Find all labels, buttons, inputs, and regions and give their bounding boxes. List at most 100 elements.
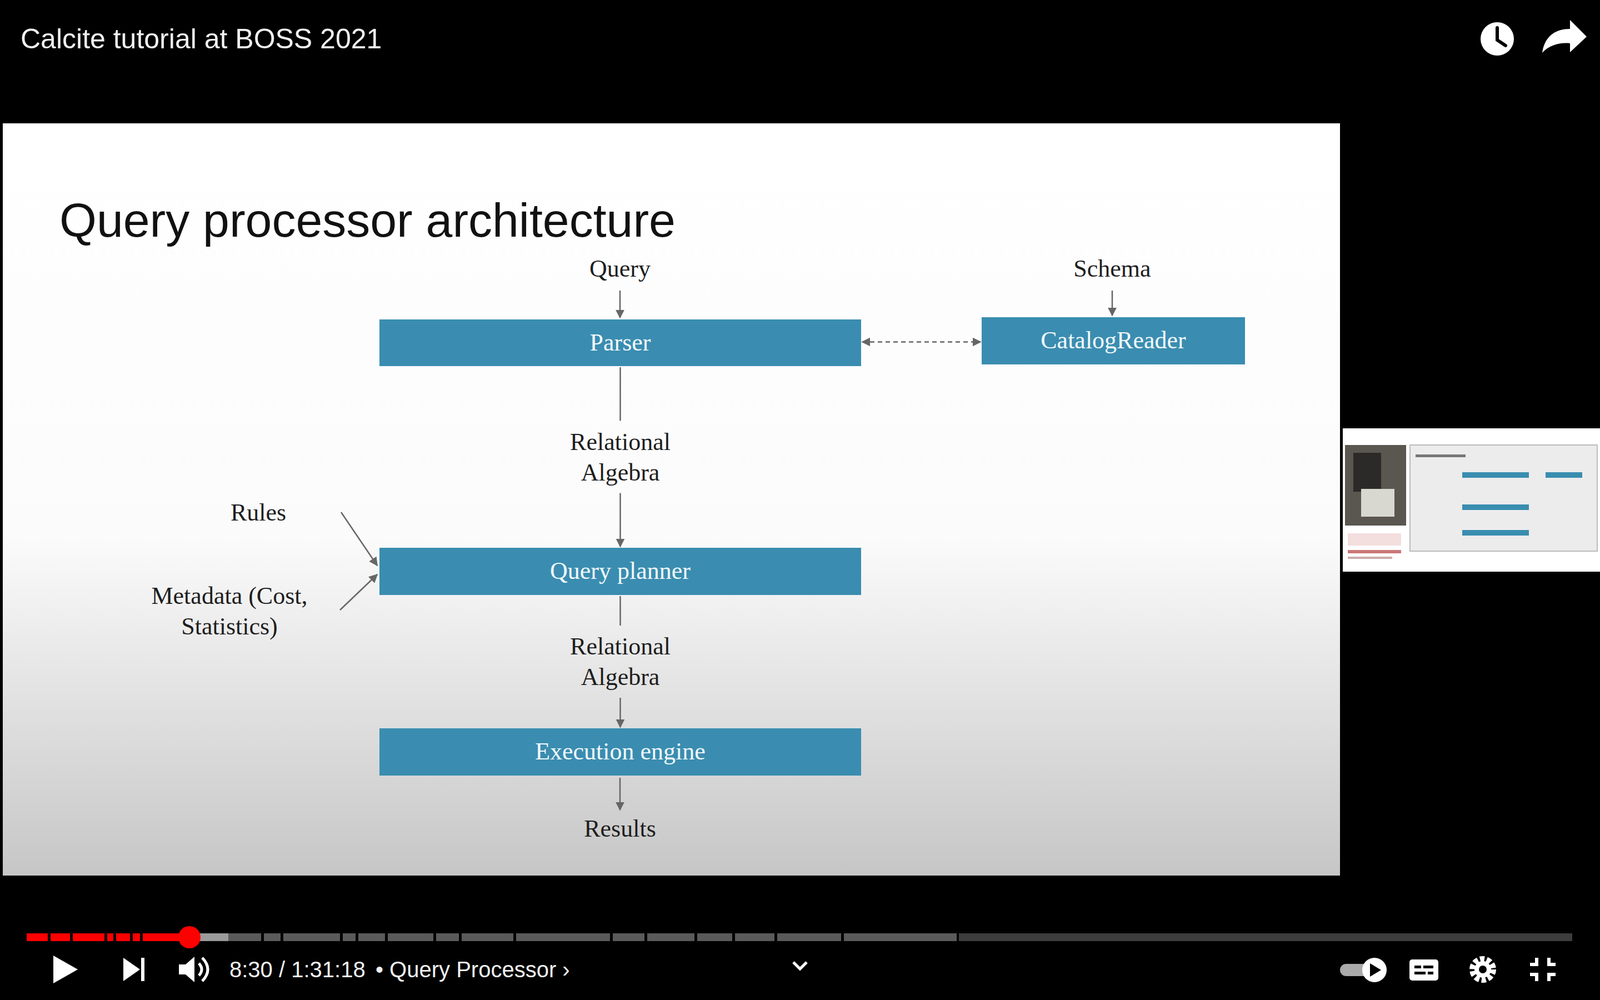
progress-bar-part-part <box>458 932 462 943</box>
connector <box>619 697 622 728</box>
play-button-part <box>53 955 78 984</box>
exit-fullscreen-icon-part <box>1530 974 1537 982</box>
progress-bar-part-part <box>70 932 73 943</box>
captions-icon-part <box>1409 959 1439 981</box>
box-label: Parser <box>590 329 652 357</box>
thumbnail-preview-part <box>1415 454 1466 458</box>
progress-bar-part-part <box>261 932 264 943</box>
connector <box>862 341 981 343</box>
progress-bar-part-part <box>694 932 698 943</box>
progress-bar-part <box>26 933 190 942</box>
progress-bar-part-part <box>841 932 844 943</box>
progress-bar-part-part <box>385 932 388 943</box>
play-button <box>53 955 78 984</box>
clock-icon-part <box>1480 22 1514 56</box>
chapter-title: • Query Processor › <box>375 956 570 983</box>
thumbnail-preview-part <box>1347 550 1402 554</box>
thumbnail-preview-part <box>1462 530 1529 536</box>
slide-background <box>2 123 1340 876</box>
progress-bar-part <box>178 926 201 949</box>
next-button-part <box>141 957 145 982</box>
progress-bar-part-part <box>340 932 343 943</box>
volume-icon-part <box>178 956 195 983</box>
progress-bar-part-part <box>140 932 143 943</box>
clock-icon <box>1480 22 1514 56</box>
progress-bar <box>26 926 1573 949</box>
next-button <box>123 957 145 982</box>
thumbnail-preview <box>1342 428 1600 572</box>
progress-bar-part-part <box>774 932 778 943</box>
volume-icon <box>178 956 208 983</box>
process-box: Execution engine <box>379 728 862 776</box>
process-box: Parser <box>379 319 862 367</box>
leader-lines-part <box>619 290 622 318</box>
settings-gear <box>1472 958 1494 980</box>
progress-bar-part <box>26 933 957 942</box>
next-button-part <box>123 957 140 982</box>
dropdown-chevron-part <box>793 962 807 969</box>
volume-icon-part <box>198 963 202 976</box>
progress-bar-part-part <box>355 932 359 943</box>
progress-bar-part <box>47 932 844 943</box>
autoplay-toggle-part <box>1370 963 1382 977</box>
progress-bar-part-part <box>104 932 108 943</box>
thumbnail-preview-part <box>1347 533 1402 546</box>
box-label: Execution engine <box>535 738 706 765</box>
thumbnail-preview-part <box>1462 504 1529 510</box>
captions-icon <box>1409 959 1439 981</box>
autoplay-toggle-part <box>1362 957 1387 983</box>
leader-lines-part <box>341 512 378 566</box>
slide-title: Query processor architecture <box>59 191 676 249</box>
share-icon-part <box>1542 20 1587 53</box>
connector <box>619 493 622 548</box>
volume-icon-part <box>202 957 208 982</box>
leader-lines-part <box>619 777 622 810</box>
settings-gear-part <box>1474 961 1492 978</box>
progress-bar-part <box>958 933 1573 942</box>
thumbnail-preview-part <box>1347 556 1393 559</box>
progress-bar-part-part <box>610 932 613 943</box>
process-box: Query planner <box>379 547 862 595</box>
thumbnail-preview-part <box>1410 445 1598 552</box>
clock-icon-part <box>1497 27 1506 46</box>
thumbnail-preview-part <box>1545 472 1583 478</box>
progress-bar-part-part <box>732 932 735 943</box>
exit-fullscreen-icon-part <box>1548 957 1556 965</box>
progress-bar-part-part <box>433 932 437 943</box>
autoplay-toggle <box>1340 957 1387 983</box>
progress-bar-part-part <box>644 932 648 943</box>
thumbnail-preview-part <box>1462 472 1529 478</box>
progress-bar-part-part <box>130 932 133 943</box>
leader-lines-part <box>1111 290 1114 316</box>
thumbnail-preview-part <box>1345 445 1407 526</box>
thumbnail-preview-part <box>1342 428 1600 572</box>
dropdown-chevron <box>793 962 807 969</box>
box-label: Query planner <box>550 557 691 585</box>
exit-fullscreen-icon <box>1530 957 1556 982</box>
exit-fullscreen-icon-part <box>1530 957 1537 965</box>
leader-lines <box>340 290 1113 810</box>
input-label: Schema <box>1073 253 1151 284</box>
connector <box>619 596 622 626</box>
thumbnail-preview-part <box>1353 452 1382 492</box>
edge-label: Relational Algebra <box>556 426 685 488</box>
progress-bar-part-part <box>513 932 517 943</box>
video-title: Calcite tutorial at BOSS 2021 <box>20 22 382 56</box>
planner-input-label: Rules <box>230 497 287 528</box>
progress-bar-part-part <box>47 932 51 943</box>
process-box: CatalogReader <box>981 317 1245 365</box>
captions-icon-part <box>1414 965 1422 969</box>
share-icon <box>1542 20 1587 53</box>
connector <box>619 367 622 422</box>
progress-bar-part-part <box>113 932 117 943</box>
progress-bar-part-part <box>280 932 284 943</box>
time-display: 8:30 / 1:31:18 <box>229 956 366 983</box>
captions-icon-part <box>1423 965 1434 969</box>
box-label: CatalogReader <box>1040 327 1186 354</box>
edge-label: Relational Algebra <box>556 631 685 693</box>
planner-input-label: Metadata (Cost, Statistics) <box>135 580 324 642</box>
settings-gear-part <box>1472 958 1494 980</box>
output-label: Results <box>583 813 657 844</box>
settings-gear-part <box>1478 965 1487 974</box>
